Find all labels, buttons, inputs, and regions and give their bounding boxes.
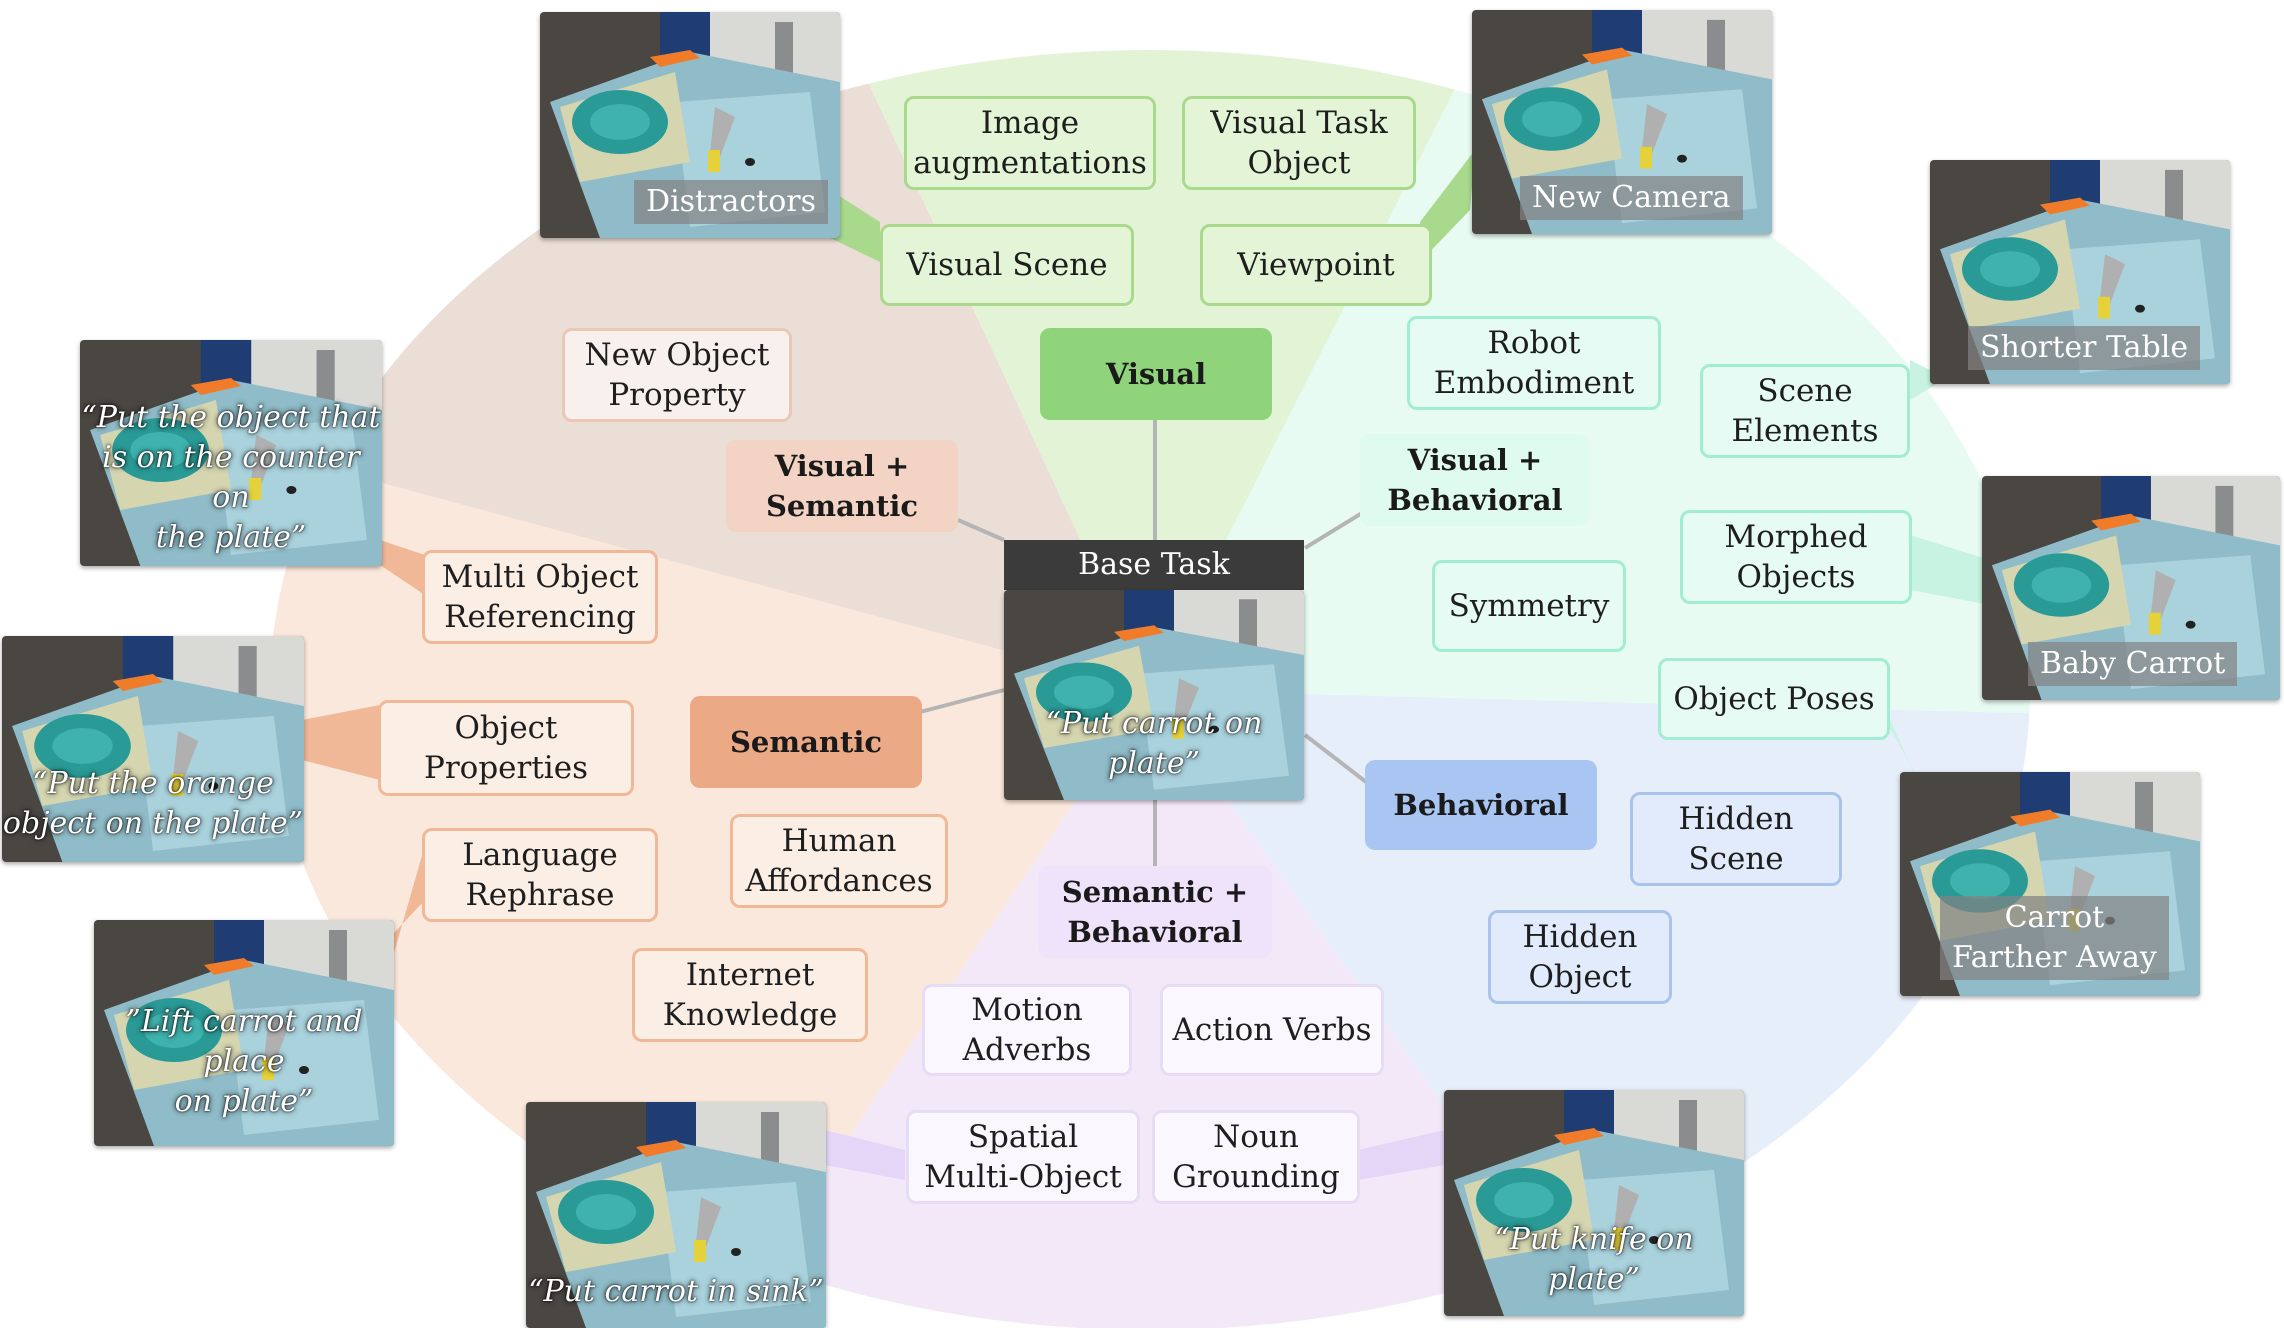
- subcategory-image-augmentations: Image augmentations: [904, 96, 1156, 190]
- subcategory-morphed-objects: Morphed Objects: [1680, 510, 1912, 604]
- example-carrot-in-sink-photo: “Put carrot in sink”: [526, 1102, 826, 1328]
- subcategory-symmetry: Symmetry: [1432, 560, 1626, 652]
- subcategory-noun-grounding: Noun Grounding: [1152, 1110, 1360, 1204]
- sink-scene-illustration: [80, 340, 382, 566]
- example-counter-object-photo: “Put the object that is on the counter o…: [80, 340, 382, 566]
- subcategory-viewpoint: Viewpoint: [1200, 224, 1432, 306]
- example-carrot-in-sink-caption: “Put carrot in sink”: [528, 1274, 824, 1309]
- subcategory-language-rephrase: Language Rephrase: [422, 828, 658, 922]
- subcategory-hidden-scene: Hidden Scene: [1630, 792, 1842, 886]
- connector-morphed-objects: [1910, 535, 1990, 605]
- example-distractors-label: Distractors: [634, 180, 828, 224]
- subcategory-spatial-multi-object: Spatial Multi-Object: [906, 1110, 1140, 1204]
- category-semantic: Semantic: [690, 696, 922, 788]
- example-lift-carrot-photo: ”Lift carrot and place on plate”: [94, 920, 394, 1146]
- base-task-title: Base Task: [1004, 540, 1304, 590]
- category-visual: Visual: [1040, 328, 1272, 420]
- example-new-camera-label: New Camera: [1520, 176, 1743, 220]
- connector-object-properties: [302, 705, 380, 780]
- example-carrot-farther-away-label: Carrot Farther Away: [1940, 896, 2169, 980]
- connector-language-rephrase: [392, 845, 425, 960]
- subcategory-scene-elements: Scene Elements: [1700, 364, 1910, 458]
- subcategory-action-verbs: Action Verbs: [1160, 984, 1384, 1076]
- example-shorter-table-photo: Shorter Table: [1930, 160, 2230, 384]
- example-new-camera-photo: New Camera: [1472, 10, 1772, 234]
- category-semantic-behavioral: Semantic + Behavioral: [1038, 866, 1272, 958]
- sink-scene-illustration: [526, 1102, 826, 1328]
- example-distractors-photo: Distractors: [540, 12, 840, 238]
- sink-scene-illustration: [94, 920, 394, 1146]
- sink-scene-illustration: [2, 636, 304, 862]
- example-carrot-farther-away-photo: Carrot Farther Away: [1900, 772, 2200, 996]
- subcategory-motion-adverbs: Motion Adverbs: [922, 984, 1132, 1076]
- subcategory-hidden-object: Hidden Object: [1488, 910, 1672, 1004]
- example-shorter-table-label: Shorter Table: [1968, 326, 2201, 370]
- connector-scene-elements: [1910, 360, 1935, 400]
- subcategory-multi-object-referencing: Multi Object Referencing: [422, 550, 658, 644]
- connector-viewpoint: [1420, 150, 1475, 262]
- connector-noun-grounding: [1358, 1130, 1445, 1180]
- example-orange-object-caption: “Put the orange object on the plate”: [2, 766, 304, 841]
- sink-scene-illustration: [1444, 1090, 1744, 1316]
- example-orange-object-photo: “Put the orange object on the plate”: [2, 636, 304, 862]
- connector-spatial: [825, 1130, 905, 1180]
- example-baby-carrot-label: Baby Carrot: [2028, 642, 2238, 686]
- example-lift-carrot-caption: ”Lift carrot and place on plate”: [125, 1004, 363, 1119]
- example-knife-on-plate-photo: “Put knife on plate”: [1444, 1090, 1744, 1316]
- subcategory-object-properties: Object Properties: [378, 700, 634, 796]
- connector-multi-object: [380, 540, 425, 595]
- sink-scene-illustration: [1004, 590, 1304, 800]
- subcategory-new-object-property: New Object Property: [562, 328, 792, 422]
- category-visual-behavioral: Visual + Behavioral: [1360, 434, 1590, 526]
- base-task-caption: “Put carrot on plate”: [1045, 706, 1263, 781]
- subcategory-visual-task-object: Visual Task Object: [1182, 96, 1416, 190]
- base-task-photo: “Put carrot on plate”: [1004, 590, 1304, 800]
- example-knife-on-plate-caption: “Put knife on plate”: [1494, 1222, 1694, 1297]
- category-visual-semantic: Visual + Semantic: [726, 440, 958, 532]
- subcategory-object-poses: Object Poses: [1658, 658, 1890, 740]
- subcategory-robot-embodiment: Robot Embodiment: [1407, 316, 1661, 410]
- subcategory-internet-knowledge: Internet Knowledge: [632, 948, 868, 1042]
- subcategory-human-affordances: Human Affordances: [730, 814, 948, 908]
- example-baby-carrot-photo: Baby Carrot: [1982, 476, 2280, 700]
- subcategory-visual-scene: Visual Scene: [880, 224, 1134, 306]
- category-behavioral: Behavioral: [1365, 760, 1597, 850]
- example-counter-object-caption: “Put the object that is on the counter o…: [81, 400, 381, 555]
